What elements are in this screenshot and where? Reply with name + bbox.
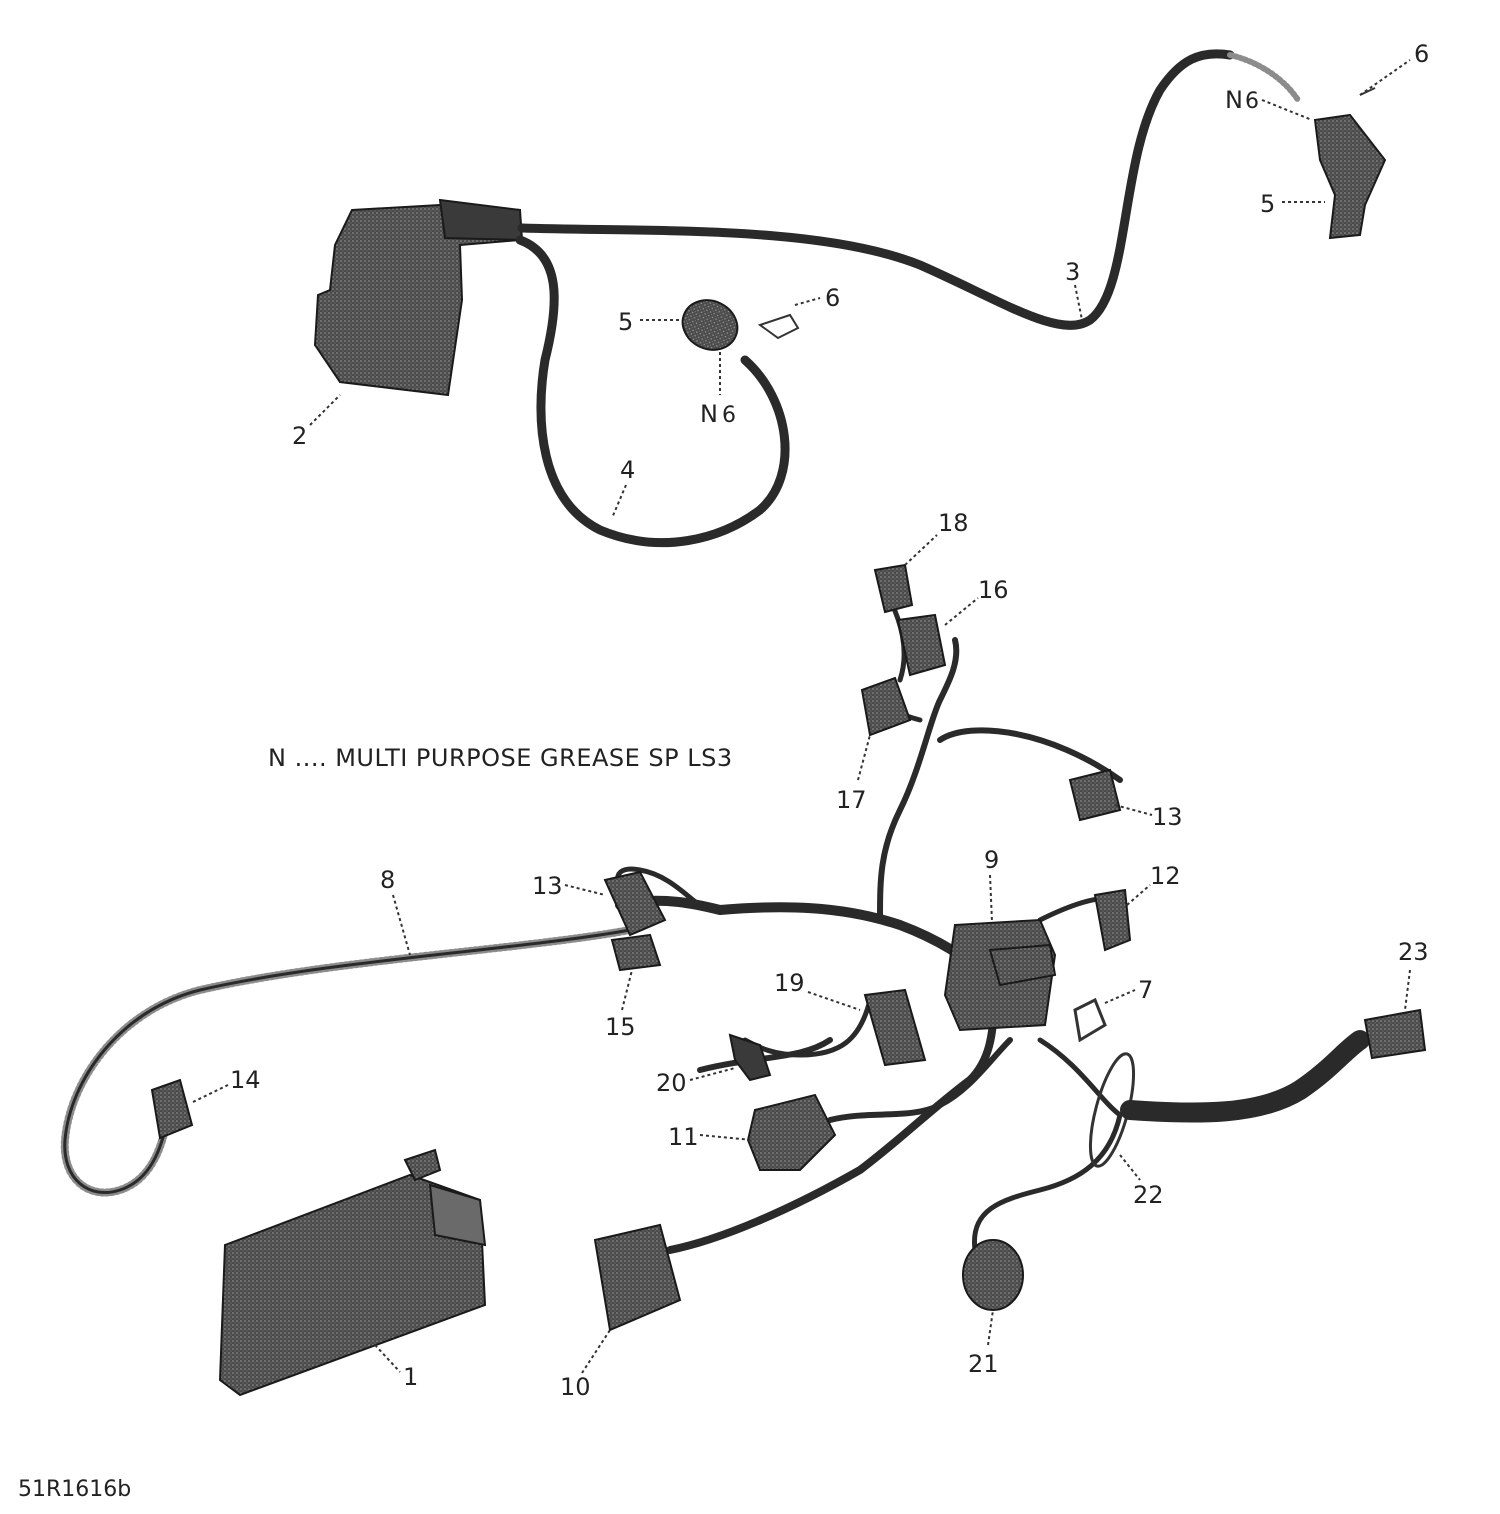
callout-1: 1 <box>374 1344 418 1391</box>
svg-text:16: 16 <box>978 576 1009 604</box>
callout-2: 2 <box>292 394 341 450</box>
svg-text:8: 8 <box>380 866 395 894</box>
callout-20: 20 <box>656 1067 736 1097</box>
callout-19: 19 <box>774 969 861 1011</box>
connector-19 <box>863 988 927 1067</box>
svg-text:10: 10 <box>560 1373 591 1401</box>
spark-plug-cap-middle <box>681 299 739 351</box>
svg-text:17: 17 <box>836 786 867 814</box>
callout-5-right: 5 <box>1260 190 1325 218</box>
connector-15 <box>610 933 662 972</box>
svg-text:5: 5 <box>1260 190 1275 218</box>
callout-22: 22 <box>1119 1154 1164 1209</box>
connector-10 <box>593 1223 682 1332</box>
grease-mark-right: N 6 <box>1225 86 1313 121</box>
svg-text:12: 12 <box>1150 862 1181 890</box>
connector-16 <box>896 613 947 677</box>
terminal-clip <box>728 1033 772 1082</box>
callout-6-middle: 6 <box>794 284 840 312</box>
ignition-coil <box>313 198 524 397</box>
callout-12: 12 <box>1126 862 1181 906</box>
svg-text:21: 21 <box>968 1350 999 1378</box>
svg-text:13: 13 <box>532 872 563 900</box>
callout-3: 3 <box>1065 258 1083 321</box>
svg-text:6: 6 <box>1414 40 1429 68</box>
connector-13-left <box>603 870 667 937</box>
svg-text:2: 2 <box>292 422 307 450</box>
ecu-module <box>218 1148 487 1397</box>
connector-13-right <box>1068 768 1122 822</box>
connector-18 <box>873 563 914 614</box>
callout-8: 8 <box>380 866 411 956</box>
callout-13-right: 13 <box>1114 803 1183 831</box>
svg-text:9: 9 <box>984 846 999 874</box>
svg-text:18: 18 <box>938 509 969 537</box>
svg-text:13: 13 <box>1152 803 1183 831</box>
callout-9: 9 <box>984 846 999 923</box>
callout-16: 16 <box>944 576 1009 626</box>
callout-18: 18 <box>904 509 969 566</box>
connector-17 <box>860 676 912 737</box>
callout-14: 14 <box>192 1066 261 1103</box>
svg-text:14: 14 <box>230 1066 261 1094</box>
callout-6-right: 6 <box>1359 40 1429 96</box>
callout-7: 7 <box>1104 976 1153 1004</box>
relay-block <box>943 918 1057 1032</box>
connector-14 <box>150 1078 194 1140</box>
sleeved-cable <box>1120 1030 1370 1123</box>
svg-text:6: 6 <box>1245 89 1259 114</box>
seal-ring-middle <box>757 313 800 340</box>
harness-left-branch <box>60 926 634 1197</box>
svg-text:22: 22 <box>1133 1181 1164 1209</box>
svg-text:7: 7 <box>1138 976 1153 1004</box>
svg-text:23: 23 <box>1398 938 1429 966</box>
svg-text:20: 20 <box>656 1069 687 1097</box>
connector-12 <box>1093 888 1132 952</box>
grease-mark-middle: N 6 <box>700 352 736 428</box>
connector-23 <box>1363 1008 1427 1060</box>
sensor-21 <box>962 1239 1024 1311</box>
callout-5-middle: 5 <box>618 308 680 336</box>
callout-23: 23 <box>1398 938 1429 1011</box>
svg-text:3: 3 <box>1065 258 1080 286</box>
svg-text:N: N <box>1225 86 1243 114</box>
callout-17: 17 <box>836 734 871 814</box>
seal-ring-7 <box>1073 997 1107 1043</box>
svg-text:6: 6 <box>722 403 736 428</box>
callout-21: 21 <box>968 1309 999 1378</box>
svg-text:19: 19 <box>774 969 805 997</box>
svg-text:11: 11 <box>668 1123 699 1151</box>
callout-15: 15 <box>605 969 636 1041</box>
svg-text:5: 5 <box>618 308 633 336</box>
high-tension-cable <box>517 49 1301 330</box>
svg-text:N: N <box>700 400 718 428</box>
connector-11 <box>746 1093 837 1171</box>
ignition-cable-loop <box>515 235 790 548</box>
spark-plug-cap-right <box>1313 113 1387 240</box>
callout-4: 4 <box>611 456 635 519</box>
callout-10: 10 <box>560 1329 611 1401</box>
svg-text:6: 6 <box>825 284 840 312</box>
svg-text:1: 1 <box>403 1363 418 1391</box>
grease-note: N .... MULTI PURPOSE GREASE SP LS3 <box>268 744 733 772</box>
svg-text:4: 4 <box>620 456 635 484</box>
svg-text:15: 15 <box>605 1013 636 1041</box>
callout-11: 11 <box>668 1123 753 1151</box>
callout-13-left: 13 <box>532 872 606 900</box>
drawing-code: 51R1616b <box>18 1477 131 1502</box>
